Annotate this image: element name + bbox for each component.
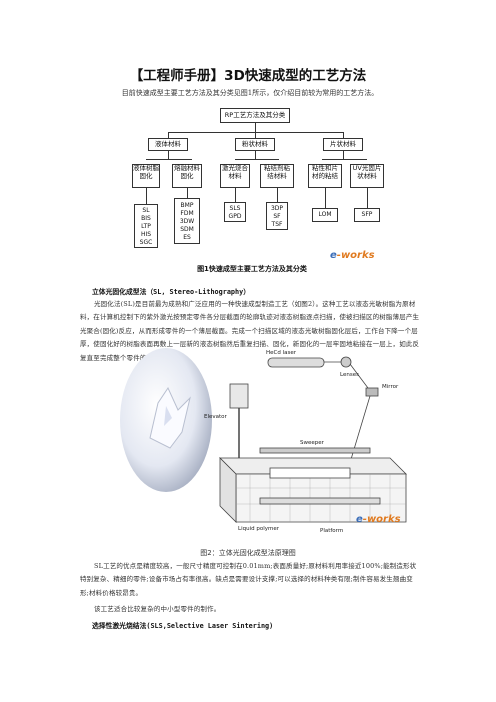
connector bbox=[322, 159, 367, 160]
tree-l2-binder: 粘结剂粘结材料 bbox=[260, 164, 294, 188]
elevator-motor bbox=[229, 383, 249, 409]
label-liquid-polymer: Liquid polymer bbox=[238, 526, 280, 532]
tree-l2-liquid-resin: 液体树脂固化 bbox=[132, 164, 160, 188]
eworks-logo-e: e bbox=[330, 250, 337, 261]
laser-tube bbox=[267, 357, 325, 368]
section-1-para-2: SL工艺的优点是精度较高，一般尺寸精度可控制在0.01mm;表面质量好;原材料利… bbox=[80, 562, 417, 597]
tree-l3-sls: SLS GPD bbox=[224, 202, 246, 222]
connector bbox=[343, 132, 344, 138]
product-shadow bbox=[164, 406, 172, 426]
sl-schematic: HeCd laser Lenses Mirror Elevator Sweepe… bbox=[120, 348, 407, 534]
eworks-logo-works: -works bbox=[336, 250, 375, 261]
label-lenses: Lenses bbox=[340, 372, 359, 378]
tree-l1-sheet: 片状材料 bbox=[323, 138, 363, 151]
connector bbox=[255, 132, 256, 138]
connector bbox=[235, 159, 279, 160]
tree-l3-sfp: SFP bbox=[354, 208, 380, 222]
lens bbox=[340, 356, 352, 368]
section-2-heading: 选择性激光烧结法(SLS,Selective Laser Sintering) bbox=[92, 622, 274, 630]
connector bbox=[367, 188, 368, 208]
platform bbox=[259, 497, 381, 505]
vat-side bbox=[219, 457, 237, 523]
intro-text: 目前快速成型主要工艺方法及其分类见图1所示，仅介绍目前较为常用的工艺方法。 bbox=[121, 89, 379, 97]
eworks-logo-2-e: e bbox=[356, 514, 363, 525]
label-hecd-laser: HeCd laser bbox=[266, 350, 297, 356]
connector bbox=[255, 123, 256, 132]
label-mirror: Mirror bbox=[382, 384, 399, 390]
tree-l2-sheet-bond: 粘性和片材的粘结 bbox=[308, 164, 342, 188]
eworks-logo-2: e-works bbox=[356, 514, 401, 525]
tree-l3-bmp: BMP FDM 3DW SDM ES bbox=[174, 198, 200, 244]
connector bbox=[325, 188, 326, 208]
tree-l2-laser-sinter: 激光烧合材料 bbox=[220, 164, 250, 188]
connector bbox=[235, 188, 236, 202]
tree-l1-powder: 粉状材料 bbox=[235, 138, 275, 151]
connector bbox=[255, 151, 256, 159]
section-1-para-1: 光固化法(SL)是目前最为成熟和广泛应用的一种快速成型制造工艺（如图2）。这种工… bbox=[80, 300, 420, 362]
label-platform: Platform bbox=[320, 528, 343, 534]
mirror bbox=[365, 387, 379, 397]
tree-l3-3dp: 3DP SF TSF bbox=[266, 202, 288, 230]
doc-title: 【工程师手册】3D快速成型的工艺方法 bbox=[129, 68, 367, 84]
tree-l1-liquid: 液体材料 bbox=[148, 138, 188, 151]
figure-2-caption: 图2：立体光固化成型法原理图 bbox=[200, 549, 296, 557]
connector bbox=[187, 188, 188, 198]
beam bbox=[349, 363, 369, 389]
figure-1: RP工艺方法及其分类 液体材料 粉状材料 片状材料 液体树脂固化 熔融材料固化 … bbox=[132, 108, 400, 278]
connector bbox=[146, 188, 147, 204]
eworks-logo-2-works: -works bbox=[362, 514, 401, 525]
tree-l3-sl: SL BIS LTP HIS SGC bbox=[134, 204, 158, 248]
connector bbox=[277, 188, 278, 202]
part bbox=[269, 467, 351, 479]
connector bbox=[146, 159, 192, 160]
connector bbox=[168, 132, 169, 138]
figure-1-caption: 图1快速成型主要工艺方法及其分类 bbox=[197, 265, 307, 273]
tree-l2-melt: 熔融材料固化 bbox=[172, 164, 202, 188]
sweeper bbox=[259, 447, 371, 454]
tree-l3-lom: LOM bbox=[312, 208, 338, 222]
section-1-para-3: 该工艺适合比较复杂的中小型零件的制作。 bbox=[94, 605, 221, 613]
tree-l2-uv-sheet: UV光固片状材料 bbox=[350, 164, 384, 188]
tree-root: RP工艺方法及其分类 bbox=[220, 108, 290, 123]
connector bbox=[343, 151, 344, 159]
section-1-heading: 立体光固化成型法（SL, Stereo-Lithography） bbox=[92, 288, 250, 296]
label-elevator: Elevator bbox=[204, 414, 228, 420]
label-sweeper: Sweeper bbox=[300, 440, 325, 446]
connector bbox=[168, 151, 169, 159]
figure-2: HeCd laser Lenses Mirror Elevator Sweepe… bbox=[120, 348, 420, 534]
eworks-logo: e-works bbox=[330, 250, 375, 261]
